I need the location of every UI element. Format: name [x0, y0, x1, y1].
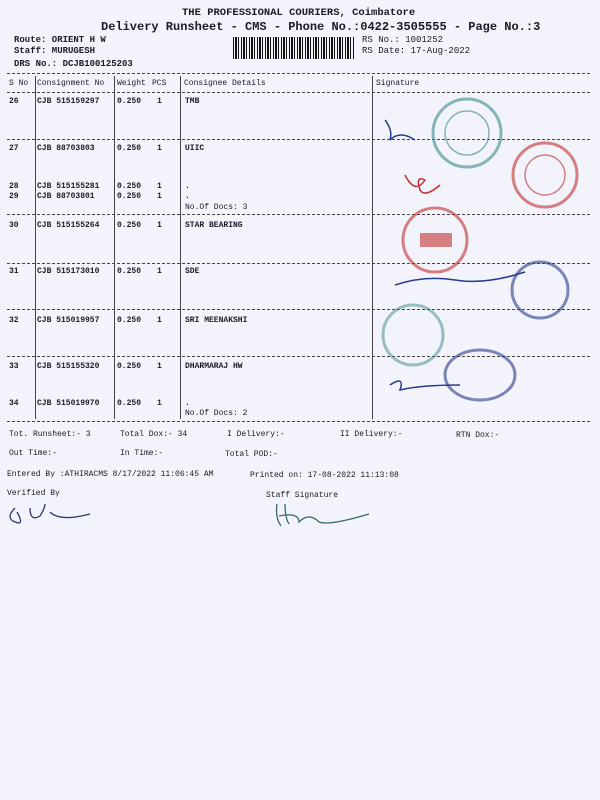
table-cell: 1	[157, 192, 162, 201]
table-cell: .	[185, 399, 190, 408]
barcode	[233, 37, 355, 59]
total-pod: Total POD:-	[225, 450, 278, 459]
total-runsheet: Tot. Runsheet:- 3	[9, 430, 91, 439]
table-row: 30 CJB 515155264 0.250 1 STAR BEARING	[0, 221, 372, 231]
col-consignee: Consignee Details	[184, 79, 266, 88]
column-line	[372, 76, 373, 419]
column-line	[35, 76, 36, 419]
table-row: 34 CJB 515019970 0.250 1.	[0, 399, 372, 409]
table-cell: CJB 88703801	[37, 192, 95, 201]
divider	[7, 92, 590, 93]
in-time: In Time:-	[120, 449, 164, 458]
company-title: THE PROFESSIONAL COURIERS, Coimbatore	[182, 7, 416, 19]
table-cell: 28	[9, 182, 19, 191]
table-cell: CJB 515155264	[37, 221, 100, 230]
table-cell: 1	[157, 267, 162, 276]
table-cell: CJB 515155320	[37, 362, 100, 371]
entered-by: Entered By :ATHIRACMS 8/17/2022 11:06:45…	[7, 470, 214, 479]
verified-by-label: Verified By	[7, 489, 60, 498]
table-cell: 31	[9, 267, 19, 276]
table-cell: CJB 515155281	[37, 182, 100, 191]
table-cell: 0.250	[117, 144, 142, 153]
table-cell: 0.250	[117, 182, 142, 191]
table-cell: 26	[9, 97, 19, 106]
table-row: 29 CJB 88703801 0.250 1.	[0, 192, 372, 202]
table-cell: 33	[9, 362, 19, 371]
docs-count: No.Of Docs: 2	[185, 409, 248, 418]
table-row: 32 CJB 515019957 0.250 1 SRI MEENAKSHI	[0, 316, 372, 326]
total-dox: Total Dox:- 34	[120, 430, 188, 439]
drs-no: DRS No.: DCJB100125203	[14, 59, 133, 69]
table-cell: .	[185, 182, 190, 191]
rs-date: RS Date: 17-Aug-2022	[362, 46, 471, 56]
ii-delivery: II Delivery:-	[340, 430, 403, 439]
table-cell: 34	[9, 399, 19, 408]
table-cell: 1	[157, 182, 162, 191]
table-cell: 1	[157, 316, 162, 325]
table-row: 26 CJB 515159297 0.250 1 TMB	[0, 97, 372, 107]
table-cell: CJB 515019957	[37, 316, 100, 325]
table-cell: 0.250	[117, 399, 142, 408]
table-row: 33 CJB 515155320 0.250 1 DHARMARAJ HW	[0, 362, 372, 372]
verifier-signature	[9, 503, 91, 524]
col-consignment: Consignment No	[37, 79, 105, 88]
table-cell: 0.250	[117, 316, 142, 325]
column-line	[180, 76, 181, 419]
signature-stamps	[381, 97, 579, 402]
table-cell: 0.250	[117, 221, 142, 230]
table-cell: CJB 515173010	[37, 267, 100, 276]
out-time: Out Time:-	[9, 449, 58, 458]
table-cell: 30	[9, 221, 19, 230]
table-cell: .	[185, 192, 190, 201]
route: Route: ORIENT H W	[14, 35, 106, 45]
rtn-dox: RTN Dox:-	[456, 431, 500, 440]
table-row: 31 CJB 515173010 0.250 1 SDE	[0, 267, 372, 277]
runsheet-subtitle: Delivery Runsheet - CMS - Phone No.:0422…	[101, 20, 541, 34]
i-delivery: I Delivery:-	[227, 430, 285, 439]
table-row: 27 CJB 88703803 0.250 1 UIIC	[0, 144, 372, 154]
staff: Staff: MURUGESH	[14, 46, 96, 56]
table-cell: 1	[157, 144, 162, 153]
table-cell: 0.250	[117, 192, 142, 201]
col-signature: Signature	[376, 79, 420, 88]
table-cell: 0.250	[117, 362, 142, 371]
table-cell: 29	[9, 192, 19, 201]
table-cell: TMB	[185, 97, 200, 106]
table-cell: SDE	[185, 267, 200, 276]
table-row: 28 CJB 515155281 0.250 1.	[0, 182, 372, 192]
col-sno: S No	[9, 79, 29, 88]
table-cell: 32	[9, 316, 19, 325]
docs-count: No.Of Docs: 3	[185, 203, 248, 212]
divider	[7, 214, 590, 215]
divider	[7, 421, 590, 422]
table-cell: CJB 515019970	[37, 399, 100, 408]
col-weight: Weight	[117, 79, 146, 88]
table-cell: SRI MEENAKSHI	[185, 316, 248, 325]
table-cell: 0.250	[117, 267, 142, 276]
divider	[7, 263, 590, 264]
divider	[7, 139, 590, 140]
staff-signature-label: Staff Signature	[266, 491, 339, 500]
column-line	[114, 76, 115, 419]
divider	[7, 73, 590, 74]
table-cell: 1	[157, 97, 162, 106]
divider	[7, 356, 590, 357]
table-cell: 27	[9, 144, 19, 153]
divider	[7, 309, 590, 310]
table-cell: 1	[157, 221, 162, 230]
col-pcs: PCS	[152, 79, 167, 88]
rs-no: RS No.: 1001252	[362, 35, 444, 45]
printed-on: Printed on: 17-08-2022 11:13:08	[250, 471, 399, 480]
table-cell: CJB 515159297	[37, 97, 100, 106]
table-cell: 1	[157, 362, 162, 371]
table-cell: CJB 88703803	[37, 144, 95, 153]
table-cell: DHARMARAJ HW	[185, 362, 243, 371]
table-cell: 0.250	[117, 97, 142, 106]
table-cell: 1	[157, 399, 162, 408]
table-cell: STAR BEARING	[185, 221, 243, 230]
table-cell: UIIC	[185, 144, 205, 153]
staff-signature	[275, 503, 370, 527]
